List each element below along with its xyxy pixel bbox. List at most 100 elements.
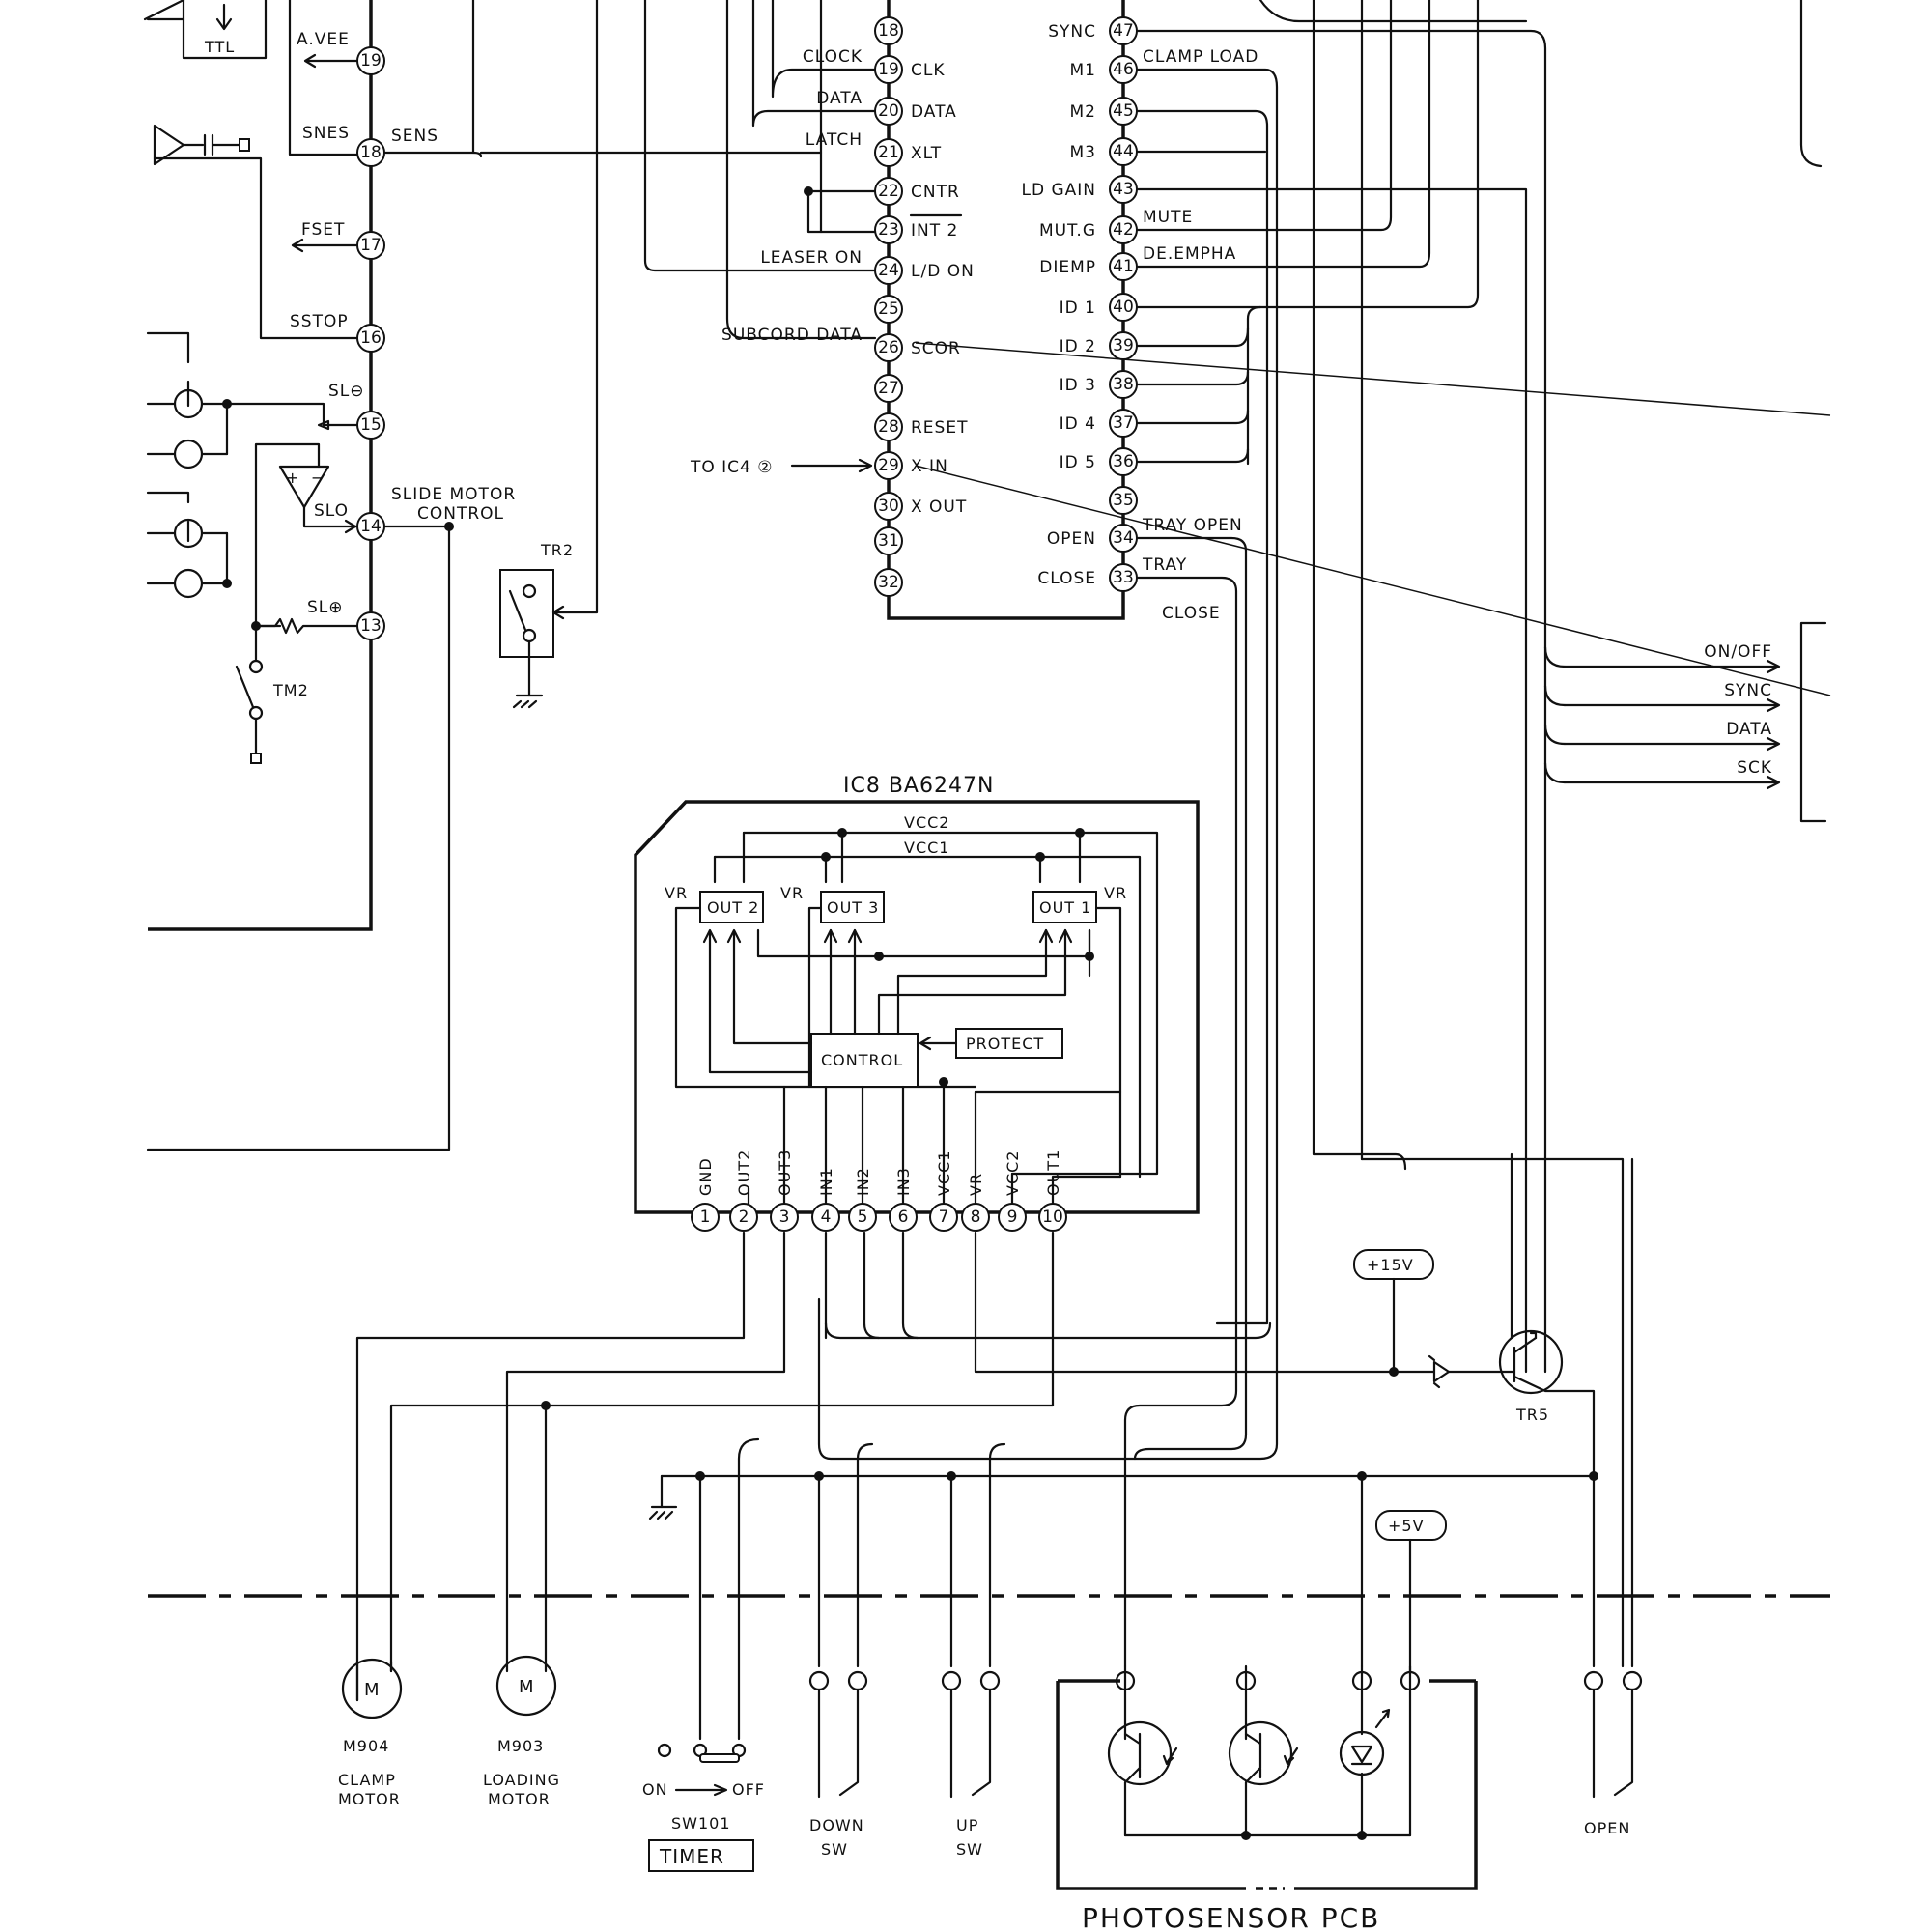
pin-name: DATA bbox=[911, 102, 957, 122]
svg-text:ON: ON bbox=[642, 1780, 668, 1799]
pin-32-main bbox=[874, 568, 903, 597]
ic8-pin-4 bbox=[811, 1203, 840, 1232]
ic8-pin-8 bbox=[961, 1203, 990, 1232]
pin-19-left bbox=[356, 46, 385, 75]
sw101-timer-switch: ON OFF SW101 TIMER bbox=[642, 1743, 765, 1872]
net-label: CLOCK bbox=[803, 47, 863, 67]
pin-name: SCOR bbox=[911, 339, 961, 358]
svg-text:TM2: TM2 bbox=[272, 681, 309, 699]
pin-14-left bbox=[356, 512, 385, 541]
tr5-transistor-icon bbox=[1498, 1329, 1596, 1475]
net-label: DE.EMPHA bbox=[1143, 244, 1236, 264]
pin-number: 27 bbox=[878, 379, 899, 398]
pin-number: 39 bbox=[1113, 336, 1134, 355]
svg-text:VR: VR bbox=[780, 884, 804, 902]
control-block bbox=[810, 1033, 919, 1088]
ic8-output-wiring: +15V TR5 bbox=[355, 1157, 1634, 1741]
ic8-pins: 1GND2OUT23OUT34IN15IN26IN37VCC18VR9VCC21… bbox=[691, 1150, 1067, 1232]
pin-name: X IN bbox=[911, 457, 948, 476]
pin-number: 22 bbox=[878, 182, 899, 201]
svg-text:TR2: TR2 bbox=[540, 541, 574, 559]
net-label: MUTE bbox=[1143, 208, 1193, 227]
pin-number: 5 bbox=[858, 1208, 868, 1227]
pin-number: 30 bbox=[878, 497, 899, 516]
pin-number: 18 bbox=[878, 21, 899, 41]
pin-19-main bbox=[874, 55, 903, 84]
up-switch: UP SW bbox=[941, 1670, 1001, 1859]
svg-text:DOWN: DOWN bbox=[809, 1816, 864, 1834]
pin-name: CLK bbox=[911, 61, 946, 80]
pin-name: XLT bbox=[911, 144, 942, 163]
svg-text:+: + bbox=[286, 469, 299, 487]
down-switch: DOWN SW bbox=[808, 1670, 868, 1859]
ic8-pin-name: VR bbox=[967, 1173, 985, 1196]
diode-array-icon bbox=[146, 388, 359, 599]
motor-icon bbox=[495, 1655, 557, 1717]
pin-number: 33 bbox=[1113, 568, 1134, 587]
pin-number: 31 bbox=[878, 531, 899, 551]
pin-number: 42 bbox=[1113, 220, 1134, 240]
motor-icon bbox=[341, 1658, 403, 1719]
svg-text:SL⊖: SL⊖ bbox=[328, 382, 365, 401]
main-ic bbox=[471, 0, 1125, 620]
bus-label: SYNC bbox=[1724, 681, 1772, 700]
net-label: LATCH bbox=[806, 130, 863, 150]
net-label: LEASER ON bbox=[760, 248, 863, 268]
net-label: TRAY OPEN bbox=[1142, 516, 1243, 535]
svg-text:14: 14 bbox=[360, 517, 382, 536]
pin-35-main bbox=[1109, 486, 1138, 515]
ic8-pin-name: IN1 bbox=[817, 1167, 835, 1196]
pin-20-main bbox=[874, 97, 903, 126]
ic8-pin-5 bbox=[848, 1203, 877, 1232]
ic8-pin-2 bbox=[729, 1203, 758, 1232]
pin-number: 28 bbox=[878, 417, 899, 437]
svg-text:OUT 2: OUT 2 bbox=[707, 898, 759, 917]
open-switch: OPEN bbox=[1583, 1670, 1643, 1837]
zener-diode-icon bbox=[1392, 1354, 1504, 1389]
pin-name: ID 1 bbox=[1060, 298, 1096, 318]
pin-number: 7 bbox=[939, 1208, 949, 1227]
svg-text:CONTROL: CONTROL bbox=[821, 1051, 903, 1069]
ic8-pin-name: VCC1 bbox=[935, 1151, 953, 1196]
pin-name: SYNC bbox=[1048, 22, 1096, 42]
photosensor-title: PHOTOSENSOR PCB bbox=[1082, 1902, 1380, 1932]
svg-text:M: M bbox=[364, 1680, 381, 1700]
pin-number: 6 bbox=[898, 1208, 909, 1227]
ic8-pin-1 bbox=[691, 1203, 720, 1232]
pin-name: ID 3 bbox=[1060, 376, 1096, 395]
pin-number: 21 bbox=[878, 143, 899, 162]
pin-number: 29 bbox=[878, 456, 899, 475]
svg-text:CONTROL: CONTROL bbox=[417, 504, 504, 524]
svg-text:+5V: +5V bbox=[1388, 1517, 1425, 1535]
left-ic: TTL 19 A.VEE 18 SNES SENS 17 FSET 16 SST… bbox=[143, 0, 823, 1151]
pin-13-left bbox=[356, 611, 385, 640]
svg-text:OFF: OFF bbox=[732, 1780, 765, 1799]
svg-text:19: 19 bbox=[360, 51, 382, 71]
pin-27-main bbox=[874, 374, 903, 403]
pin-21-main bbox=[874, 138, 903, 167]
ic8-pin-9 bbox=[998, 1203, 1027, 1232]
svg-text:18: 18 bbox=[360, 143, 382, 162]
ic8-pin-6 bbox=[889, 1203, 918, 1232]
svg-text:+15V: +15V bbox=[1367, 1256, 1414, 1274]
ic8-block: IC8 BA6247N VCC2 VCC1 OUT 2 OUT 3 OUT 1 … bbox=[634, 774, 1200, 1219]
svg-text:SW: SW bbox=[956, 1840, 983, 1859]
pin-number: 2 bbox=[739, 1208, 749, 1227]
bus-label: ON/OFF bbox=[1704, 642, 1772, 662]
pin-name: OPEN bbox=[1047, 529, 1096, 549]
pin-number: 10 bbox=[1042, 1208, 1063, 1227]
pin-15-left bbox=[356, 411, 385, 440]
pin-number: 44 bbox=[1113, 142, 1134, 161]
pin-number: 23 bbox=[878, 220, 899, 240]
svg-text:TO IC4 ②: TO IC4 ② bbox=[690, 458, 774, 477]
pin-29-main bbox=[874, 451, 903, 480]
pin-number: 36 bbox=[1113, 452, 1134, 471]
pin-number: 38 bbox=[1113, 375, 1134, 394]
pin-number: 40 bbox=[1113, 298, 1134, 317]
svg-text:SL⊕: SL⊕ bbox=[307, 598, 344, 617]
pin-number: 19 bbox=[878, 60, 899, 79]
bus-label: DATA bbox=[1726, 720, 1772, 739]
ic8-pin-7 bbox=[929, 1203, 958, 1232]
